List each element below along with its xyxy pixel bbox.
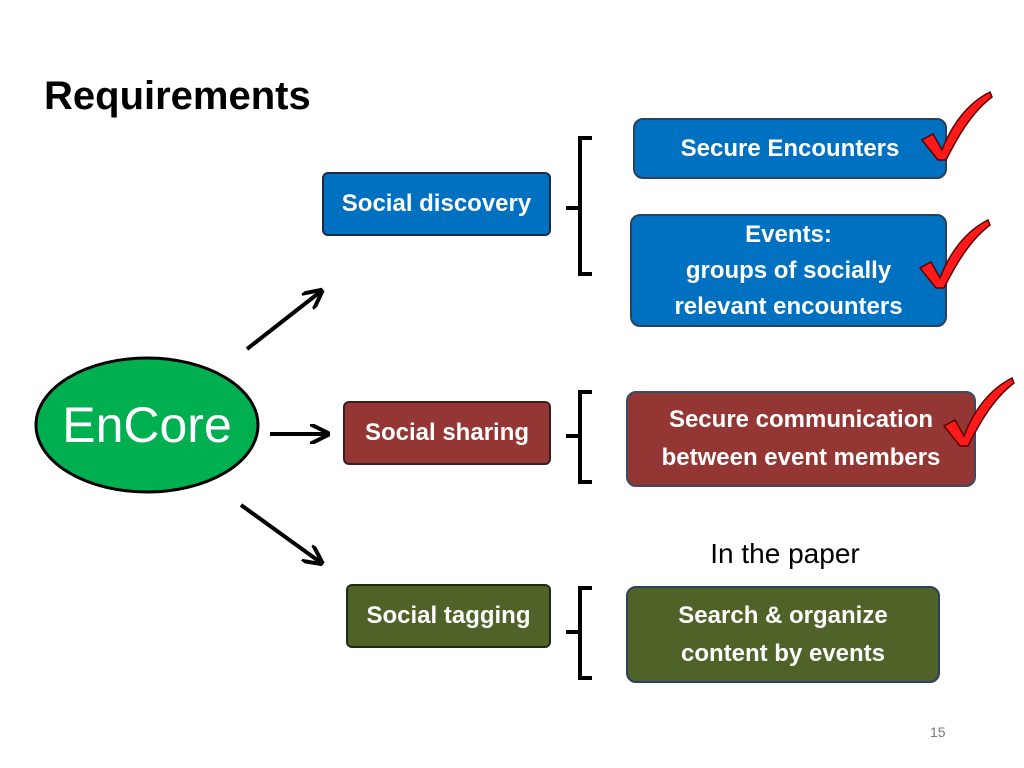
slide-title: Requirements — [44, 74, 311, 118]
category-label: Social tagging — [366, 602, 531, 629]
requirement-line: content by events — [680, 639, 886, 667]
category-social-tagging: Social tagging — [346, 584, 551, 648]
brace-tagging — [566, 586, 592, 680]
category-social-sharing: Social sharing — [343, 401, 551, 465]
requirement-line: groups of socially — [685, 256, 892, 284]
requirement-secure-encounters: Secure Encounters — [633, 118, 947, 179]
requirement-secure-communication: Secure communication between event membe… — [626, 391, 976, 487]
brace-discovery — [566, 136, 592, 276]
paper-note: In the paper — [710, 538, 860, 569]
category-label: Social discovery — [341, 190, 532, 217]
category-social-discovery: Social discovery — [322, 172, 551, 236]
encore-label: EnCore — [62, 397, 232, 453]
arrow-to-discovery — [245, 292, 320, 351]
requirement-line: Search & organize — [678, 601, 888, 629]
requirement-line: between event members — [661, 444, 941, 471]
arrow-to-tagging — [239, 503, 320, 562]
requirement-line: Secure communication — [668, 406, 934, 433]
requirement-events: Events: groups of socially relevant enco… — [630, 214, 947, 327]
category-label: Social sharing — [364, 419, 530, 446]
requirement-line: relevant encounters — [674, 292, 903, 320]
requirement-line: Secure Encounters — [680, 134, 900, 162]
requirement-line: Events: — [745, 220, 832, 248]
page-number: 15 — [930, 724, 946, 740]
encore-node — [34, 356, 260, 494]
requirement-search-organize: Search & organize content by events — [626, 586, 940, 683]
brace-sharing — [566, 390, 592, 484]
